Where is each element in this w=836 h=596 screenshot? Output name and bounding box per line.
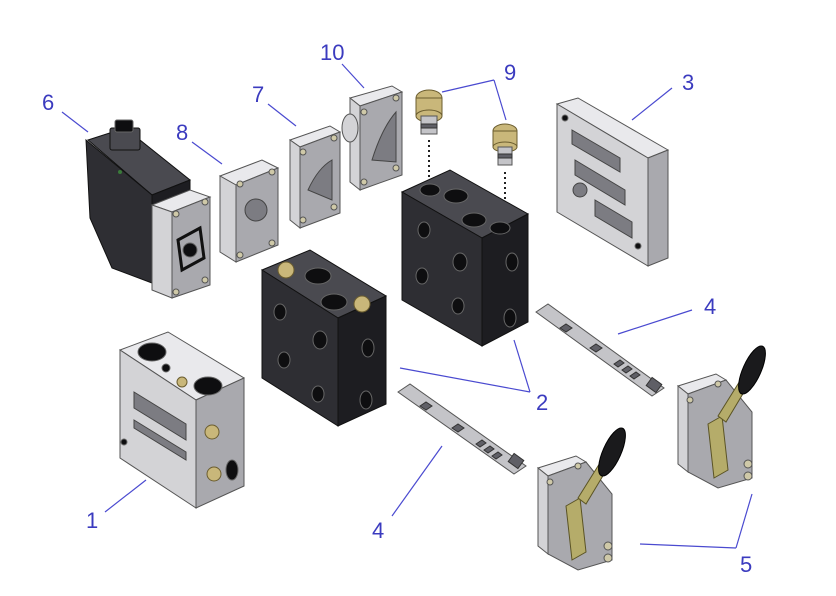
callout-4-upper: 4 bbox=[704, 294, 716, 319]
lever-actuator-part-5-lower bbox=[536, 427, 626, 571]
leader-2b bbox=[513, 339, 531, 393]
callout-5: 5 bbox=[740, 552, 752, 577]
lever-actuator-part-5-right bbox=[676, 345, 766, 489]
callout-labels: 1 2 3 4 4 5 6 7 8 9 10 bbox=[42, 40, 752, 577]
callout-4-lower: 4 bbox=[372, 518, 384, 543]
leader-4a bbox=[617, 309, 693, 335]
solenoid-actuator-part-6 bbox=[85, 119, 212, 299]
callout-1: 1 bbox=[86, 508, 98, 533]
leader-2a bbox=[399, 367, 531, 393]
end-plate-part-3 bbox=[555, 97, 670, 267]
leader-5a bbox=[735, 493, 753, 549]
leader-lines bbox=[61, 63, 753, 549]
leader-9b bbox=[493, 79, 507, 121]
inlet-section-part-1 bbox=[118, 331, 246, 509]
cover-plate-part-10 bbox=[341, 85, 404, 192]
leader-9a bbox=[441, 79, 495, 93]
callout-9: 9 bbox=[504, 60, 516, 85]
leader-10 bbox=[341, 63, 365, 89]
leader-1 bbox=[104, 479, 147, 513]
spool-part-4-lower bbox=[397, 383, 527, 475]
leader-4b bbox=[391, 445, 443, 517]
leader-7 bbox=[267, 103, 297, 127]
section-block-part-2-front bbox=[260, 249, 388, 427]
spool-part-4-upper bbox=[535, 303, 665, 397]
callout-10: 10 bbox=[320, 40, 344, 65]
callout-3: 3 bbox=[682, 70, 694, 95]
cover-plate-part-7 bbox=[288, 125, 342, 230]
leader-5b bbox=[639, 543, 737, 549]
cartridge-valve-part-9-right bbox=[492, 123, 518, 215]
leader-3 bbox=[631, 87, 673, 121]
cartridge-valve-part-9-left bbox=[415, 89, 443, 186]
spring-icon bbox=[613, 359, 641, 380]
leader-6 bbox=[61, 111, 89, 133]
callout-2: 2 bbox=[536, 390, 548, 415]
callout-8: 8 bbox=[176, 120, 188, 145]
callout-6: 6 bbox=[42, 90, 54, 115]
section-block-part-2-rear bbox=[400, 169, 530, 347]
leader-8 bbox=[191, 141, 223, 165]
callout-7: 7 bbox=[252, 82, 264, 107]
cover-plate-part-8 bbox=[218, 159, 280, 263]
spring-icon bbox=[475, 439, 503, 460]
